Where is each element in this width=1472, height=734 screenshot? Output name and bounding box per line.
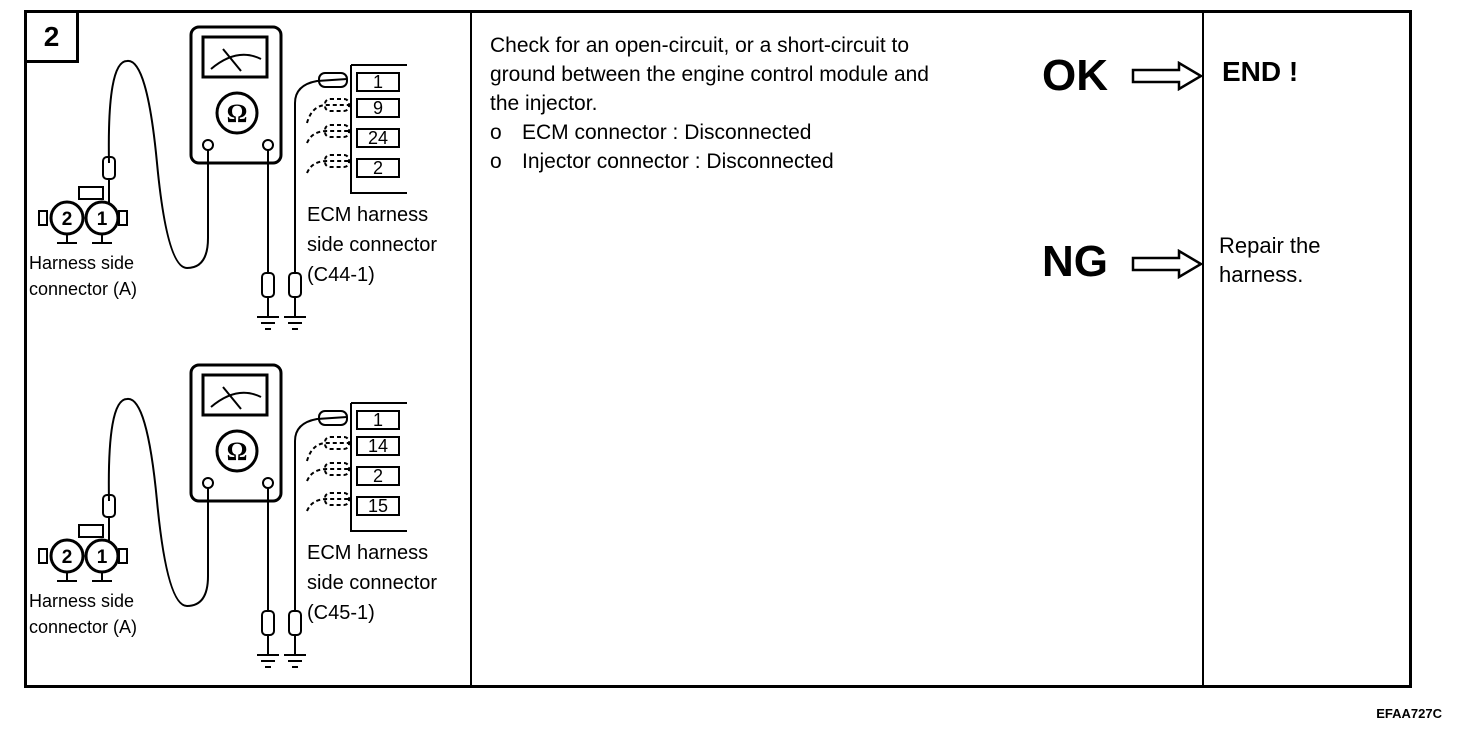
ecm-pin-label: 1	[373, 410, 383, 430]
pin-label-2: 2	[62, 547, 73, 568]
pin-label-1: 1	[97, 547, 108, 568]
harness-label-line1: Harness side	[29, 253, 135, 273]
ecm-pin-label: 24	[368, 128, 388, 148]
instruction-line: the injector.	[490, 92, 598, 115]
ecm-pin-label: 2	[373, 466, 383, 486]
ecm-pin-label: 2	[373, 158, 383, 178]
ng-outcome-line2: harness.	[1219, 262, 1304, 287]
ecm-pin-label: 15	[368, 496, 388, 516]
instruction-line: Check for an open-circuit, or a short-ci…	[490, 34, 909, 57]
arrow-right-icon	[1131, 61, 1203, 91]
harness-label-line2: connector (A)	[29, 617, 138, 637]
pin-label-2: 2	[62, 209, 73, 230]
pin-label-1: 1	[97, 209, 108, 230]
multimeter-icon	[189, 363, 283, 503]
ecm-pin-label: 1	[373, 72, 383, 92]
arrow-right-icon	[1131, 249, 1203, 279]
instruction-line: ground between the engine control module…	[490, 63, 929, 86]
ecm-label-line1: ECM harness	[307, 542, 429, 564]
figure-code: EFAA727C	[1376, 706, 1442, 721]
ecm-pin-label: 14	[368, 436, 388, 456]
ecm-label-line2: side connector	[307, 234, 438, 256]
harness-label-line2: connector (A)	[29, 279, 138, 299]
ohm-symbol: Ω	[227, 437, 248, 466]
ohm-symbol: Ω	[227, 99, 248, 128]
column-divider-1	[470, 13, 472, 685]
ok-label: OK	[1042, 51, 1108, 100]
procedure-table: 2	[24, 10, 1412, 688]
top-circuit-diagram	[38, 25, 407, 330]
harness-label-line1: Harness side	[29, 591, 135, 611]
multimeter-icon	[189, 25, 283, 165]
ok-outcome: END !	[1222, 56, 1299, 87]
ecm-label-line2: side connector	[307, 572, 438, 594]
ecm-label-line3: (C45-1)	[307, 602, 375, 624]
bottom-circuit-diagram	[38, 363, 407, 668]
instructions: Check for an open-circuit, or a short-ci…	[490, 31, 1030, 176]
step-number: 2	[27, 13, 79, 63]
ecm-pin-label: 9	[373, 98, 383, 118]
ecm-label-line3: (C44-1)	[307, 264, 375, 286]
ng-outcome-line1: Repair the	[1219, 233, 1321, 258]
ng-label: NG	[1042, 237, 1108, 286]
column-divider-2	[1202, 13, 1204, 685]
ecm-label-line1: ECM harness	[307, 204, 429, 226]
circuit-diagrams: 2 1 Ω 1 9 24 2 2 1 Ω 1 14 2 15	[38, 25, 407, 668]
